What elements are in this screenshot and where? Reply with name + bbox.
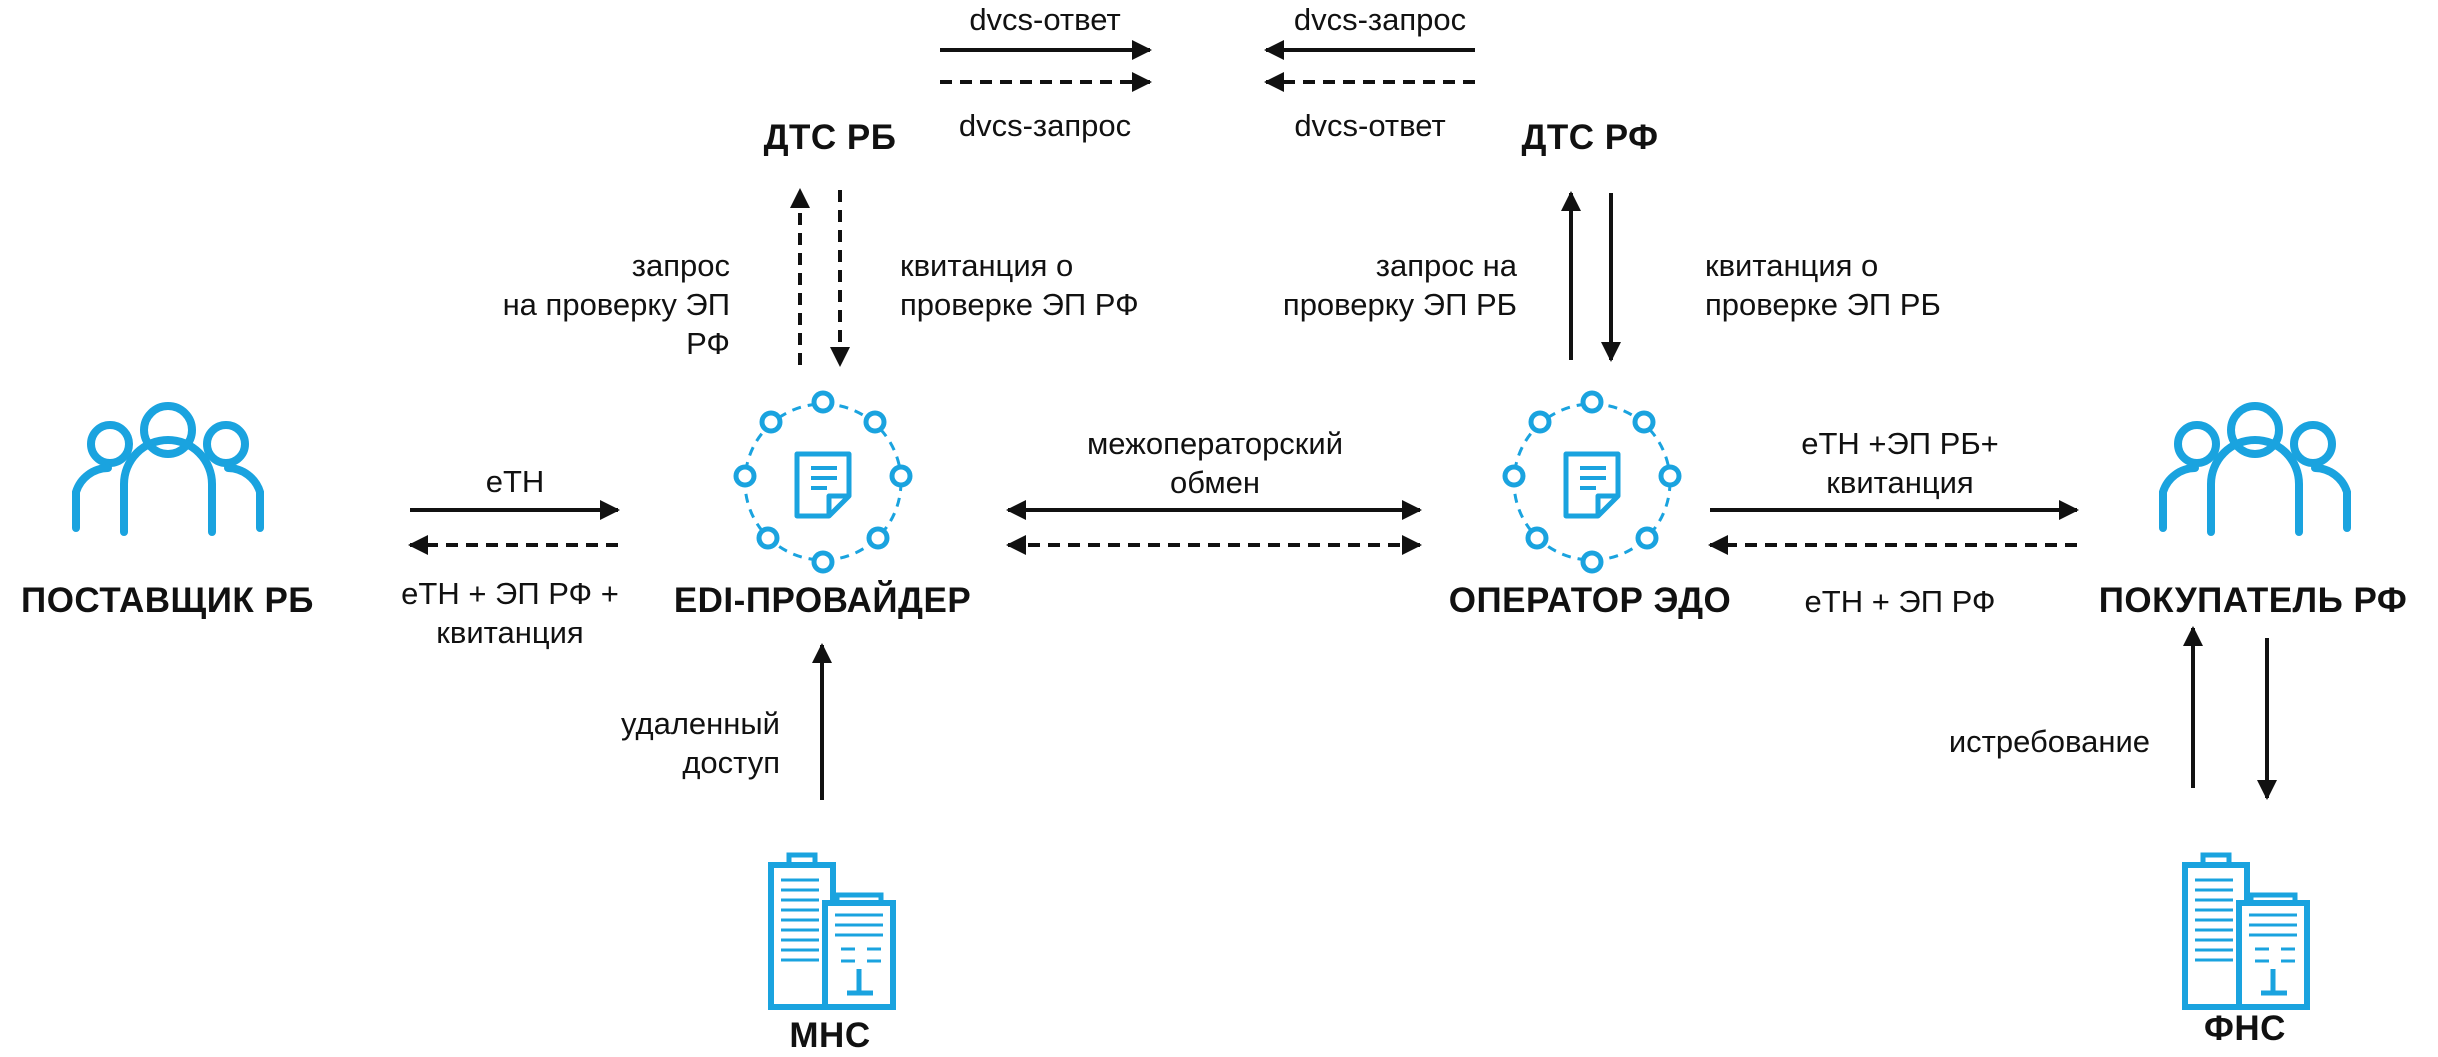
label-dvcs-top-left: dvcs-ответ bbox=[969, 2, 1121, 37]
node-dts-rb-label: ДТС РБ bbox=[763, 118, 897, 157]
node-mns-label: МНС bbox=[789, 1016, 871, 1055]
fns-buildings-icon bbox=[2185, 855, 2307, 1007]
buyer-users-icon bbox=[2163, 406, 2347, 532]
supplier-users-icon bbox=[76, 406, 260, 532]
node-buyer-label: ПОКУПАТЕЛЬ РФ bbox=[2098, 581, 2408, 620]
label-remote-access: удаленный доступ bbox=[621, 706, 780, 780]
label-etn-sig-rf-receipt: еТН + ЭП РФ + квитанция bbox=[401, 576, 619, 650]
node-edo-operator-label: ОПЕРАТОР ЭДО bbox=[1448, 581, 1732, 620]
node-supplier-label: ПОСТАВЩИК РБ bbox=[21, 581, 314, 620]
node-edi-provider-label: EDI-ПРОВАЙДЕР bbox=[673, 581, 972, 620]
label-etn-sig-rb-receipt: еТН +ЭП РБ+ квитанция bbox=[1801, 426, 1999, 500]
edo-operator-network-icon bbox=[1505, 393, 1679, 571]
mns-buildings-icon bbox=[771, 855, 893, 1007]
label-dvcs-top-right: dvcs-запрос bbox=[1293, 2, 1467, 37]
label-receipt-check-rf: квитанция о проверке ЭП РФ bbox=[900, 248, 1139, 322]
label-request-check-rf: запрос на проверку ЭП РФ bbox=[502, 248, 730, 361]
label-interoperator: межоператорский обмен bbox=[1086, 426, 1344, 500]
edi-provider-network-icon bbox=[736, 393, 910, 571]
label-etn-sig-rf: еТН + ЭП РФ bbox=[1804, 584, 1996, 619]
label-etn: еТН bbox=[485, 464, 545, 499]
label-receipt-check-rb: квитанция о проверке ЭП РБ bbox=[1705, 248, 1941, 322]
node-dts-rf-label: ДТС РФ bbox=[1521, 118, 1659, 157]
label-dvcs-bottom-right: dvcs-ответ bbox=[1294, 108, 1446, 143]
label-demand: истребование bbox=[1948, 724, 2150, 759]
label-request-check-rb: запрос на проверку ЭП РБ bbox=[1282, 248, 1517, 322]
node-fns-label: ФНС bbox=[2204, 1009, 2286, 1048]
label-dvcs-bottom-left: dvcs-запрос bbox=[958, 108, 1132, 143]
